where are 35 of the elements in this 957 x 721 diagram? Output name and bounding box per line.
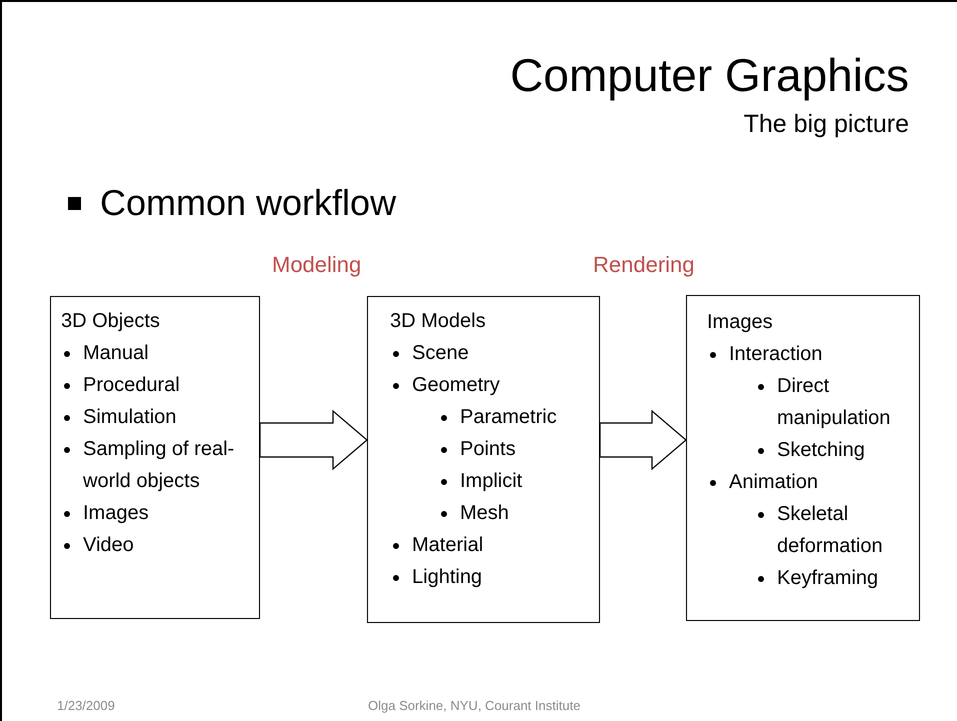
list-item: Lighting — [412, 565, 482, 590]
list-item: Sampling of real-world objects — [83, 437, 236, 494]
block-arrow — [259, 410, 368, 470]
list-item: Skeletal deformation — [777, 502, 884, 559]
process-box — [50, 296, 260, 619]
box-heading: Images — [707, 310, 773, 335]
author-footer: Olga Sorkine, NYU, Courant Institute — [368, 698, 580, 713]
box-heading: 3D Objects — [61, 309, 160, 334]
list-item: Scene — [412, 341, 469, 366]
block-arrow — [599, 410, 687, 470]
list-item: Points — [460, 437, 516, 462]
list-item: Material — [412, 533, 484, 558]
list-item: Parametric — [460, 405, 557, 430]
list-item: Images — [83, 501, 149, 526]
list-item: Manual — [83, 341, 149, 366]
list-item: Simulation — [83, 405, 176, 430]
stage-label: Modeling — [272, 252, 362, 278]
list-item: Implicit — [460, 469, 522, 494]
list-item: Animation — [729, 470, 818, 495]
date-footer: 1/23/2009 — [57, 698, 115, 713]
list-item: Geometry — [412, 373, 500, 398]
process-box — [367, 296, 600, 623]
slide-title: Computer Graphics — [510, 48, 909, 102]
list-item: Mesh — [460, 501, 509, 526]
list-item: Video — [83, 533, 134, 558]
bullet-heading: Common workflow — [100, 182, 396, 224]
list-item: Keyframing — [777, 566, 878, 591]
list-item: Direct manipulation — [777, 374, 892, 431]
list-item: Procedural — [83, 373, 180, 398]
process-box — [686, 295, 920, 621]
box-heading: 3D Models — [390, 309, 486, 334]
list-item: Interaction — [729, 342, 822, 367]
list-item: Sketching — [777, 438, 865, 463]
slide-subtitle: The big picture — [744, 110, 909, 139]
stage-label: Rendering — [593, 252, 695, 278]
